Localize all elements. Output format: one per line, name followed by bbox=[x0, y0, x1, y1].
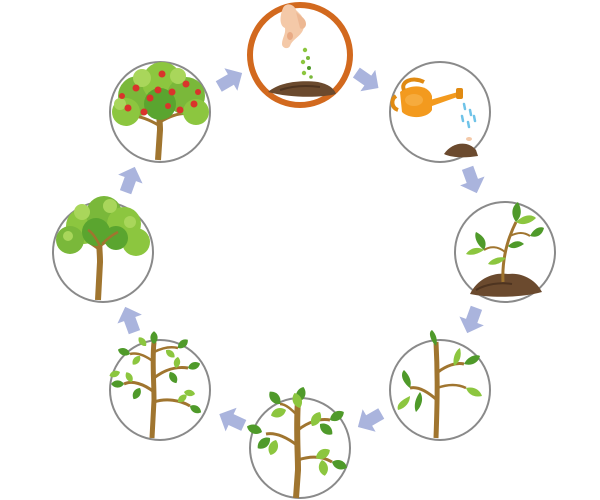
stage-seedling bbox=[454, 201, 556, 303]
stage-small-tree bbox=[245, 385, 351, 499]
young-sapling-icon bbox=[397, 330, 482, 439]
cycle-arrow-1 bbox=[352, 67, 379, 92]
stage-sowing-seeds bbox=[247, 2, 353, 108]
cycle-arrow-2 bbox=[460, 165, 485, 194]
small-tree-icon bbox=[245, 385, 349, 499]
stage-growing-tree bbox=[108, 331, 211, 441]
stage-circle bbox=[389, 339, 491, 441]
watering-can-icon bbox=[390, 77, 478, 158]
stage-circle bbox=[247, 2, 353, 108]
cycle-arrow-6 bbox=[117, 306, 142, 335]
hand-sowing-seeds-icon bbox=[268, 4, 336, 97]
stage-fruit-bearing-tree bbox=[109, 61, 211, 163]
seedling-icon bbox=[466, 202, 544, 297]
fruit-tree-icon bbox=[112, 62, 209, 161]
cycle-arrows bbox=[117, 67, 485, 432]
growing-tree-icon bbox=[108, 331, 203, 439]
mature-tree-icon bbox=[56, 196, 150, 301]
cycle-arrow-7 bbox=[118, 166, 143, 195]
stage-mature-tree bbox=[52, 196, 154, 303]
cycle-arrow-5 bbox=[219, 407, 247, 432]
stage-young-sapling bbox=[389, 330, 491, 441]
cycle-arrow-4 bbox=[357, 408, 385, 432]
cycle-arrow-3 bbox=[459, 305, 484, 334]
stage-watering bbox=[389, 61, 491, 163]
stage-circle bbox=[109, 339, 211, 441]
cycle-arrow-8 bbox=[215, 68, 243, 92]
